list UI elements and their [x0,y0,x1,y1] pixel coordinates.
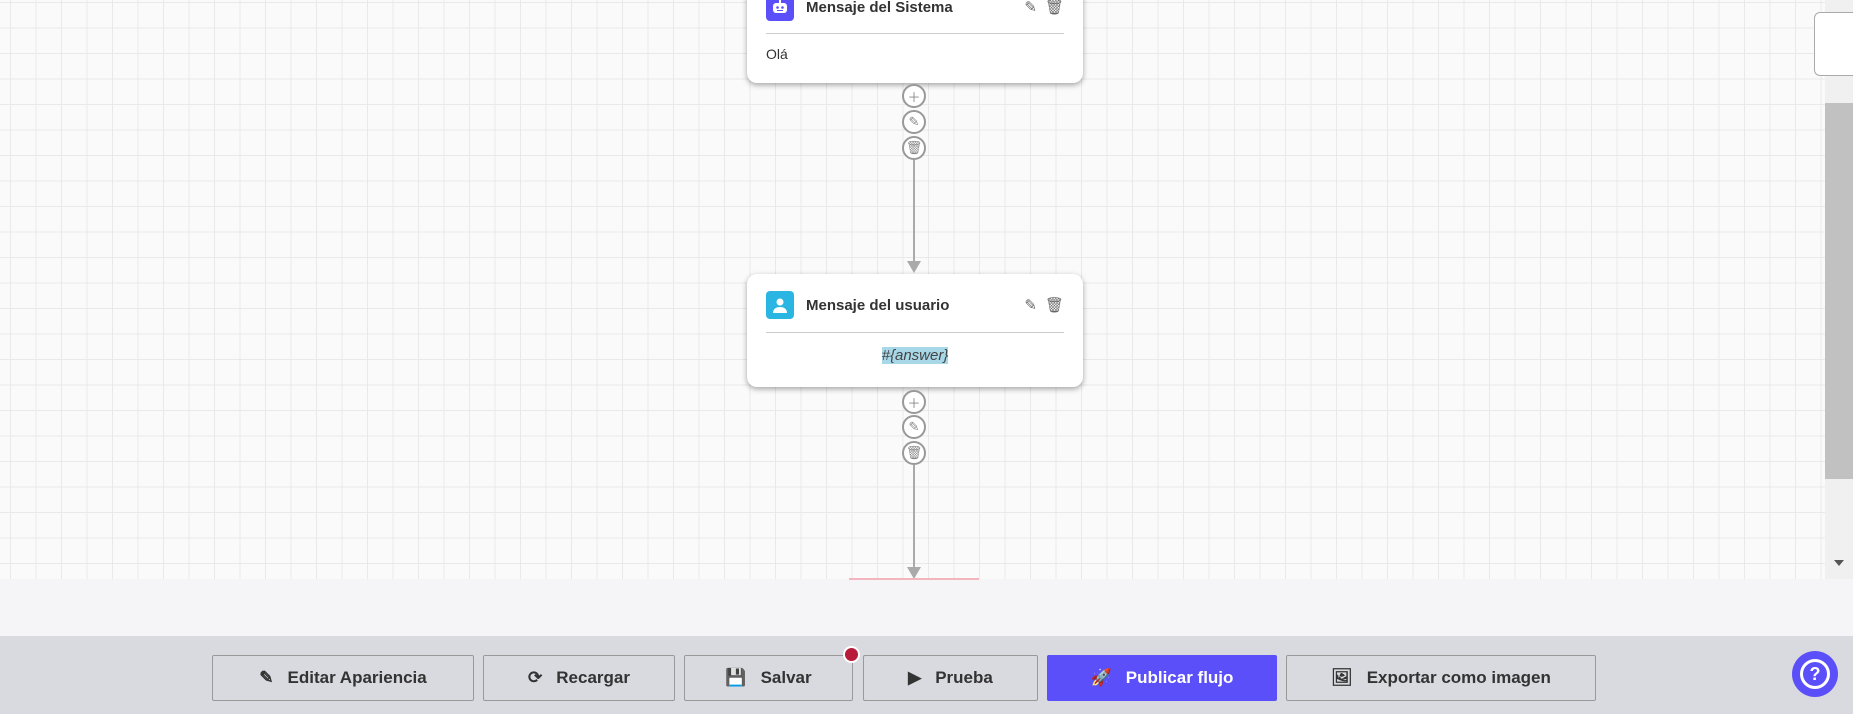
export-image-button[interactable]: 🖼Exportar como imagen [1286,655,1596,701]
node-body: Olá [766,46,788,62]
user-icon [766,291,794,319]
help-icon: ? [1800,659,1830,689]
node-body: #{answer} [881,347,949,364]
node-system-message[interactable]: Mensaje del Sistema ✎ 🗑 Olá [747,0,1083,83]
add-node-button[interactable]: ＋ [902,390,926,414]
node-user-message[interactable]: Mensaje del usuario ✎ 🗑 #{answer} [747,274,1083,387]
test-button[interactable]: ▶Prueba [863,655,1038,701]
edit-edge-button[interactable]: ✎ [902,415,926,439]
minimap-toggle[interactable] [1814,12,1853,76]
arrow-icon [907,567,921,579]
save-button[interactable]: 💾Salvar [684,655,853,701]
add-node-button[interactable]: ＋ [902,84,926,108]
edit-appearance-button[interactable]: ✎Editar Apariencia [212,655,474,701]
scrollbar[interactable] [1825,0,1853,579]
node-title: Mensaje del usuario [806,296,950,314]
pencil-icon[interactable]: ✎ [1024,297,1037,314]
node-title: Mensaje del Sistema [806,0,953,16]
image-icon: 🖼 [1331,668,1353,687]
edit-edge-button[interactable]: ✎ [902,110,926,134]
reload-button[interactable]: ⟳Recargar [483,655,675,701]
trash-icon[interactable]: 🗑 [1044,0,1064,16]
unsaved-indicator [843,646,860,663]
rocket-icon: 🚀 [1090,668,1112,687]
help-button[interactable]: ? [1792,651,1838,697]
scroll-down-icon[interactable] [1834,560,1844,566]
delete-edge-button[interactable]: 🗑 [902,136,926,160]
refresh-icon: ⟳ [528,668,543,687]
publish-button[interactable]: 🚀Publicar flujo [1047,655,1277,701]
pencil-icon[interactable]: ✎ [1024,0,1037,16]
edit-icon: ✎ [259,668,274,687]
floppy-icon: 💾 [725,668,747,687]
scrollbar-thumb[interactable] [1825,103,1853,479]
trash-icon[interactable]: 🗑 [1044,297,1064,314]
robot-icon [766,0,794,21]
play-icon: ▶ [908,668,922,687]
delete-edge-button[interactable]: 🗑 [902,441,926,465]
arrow-icon [907,261,921,273]
